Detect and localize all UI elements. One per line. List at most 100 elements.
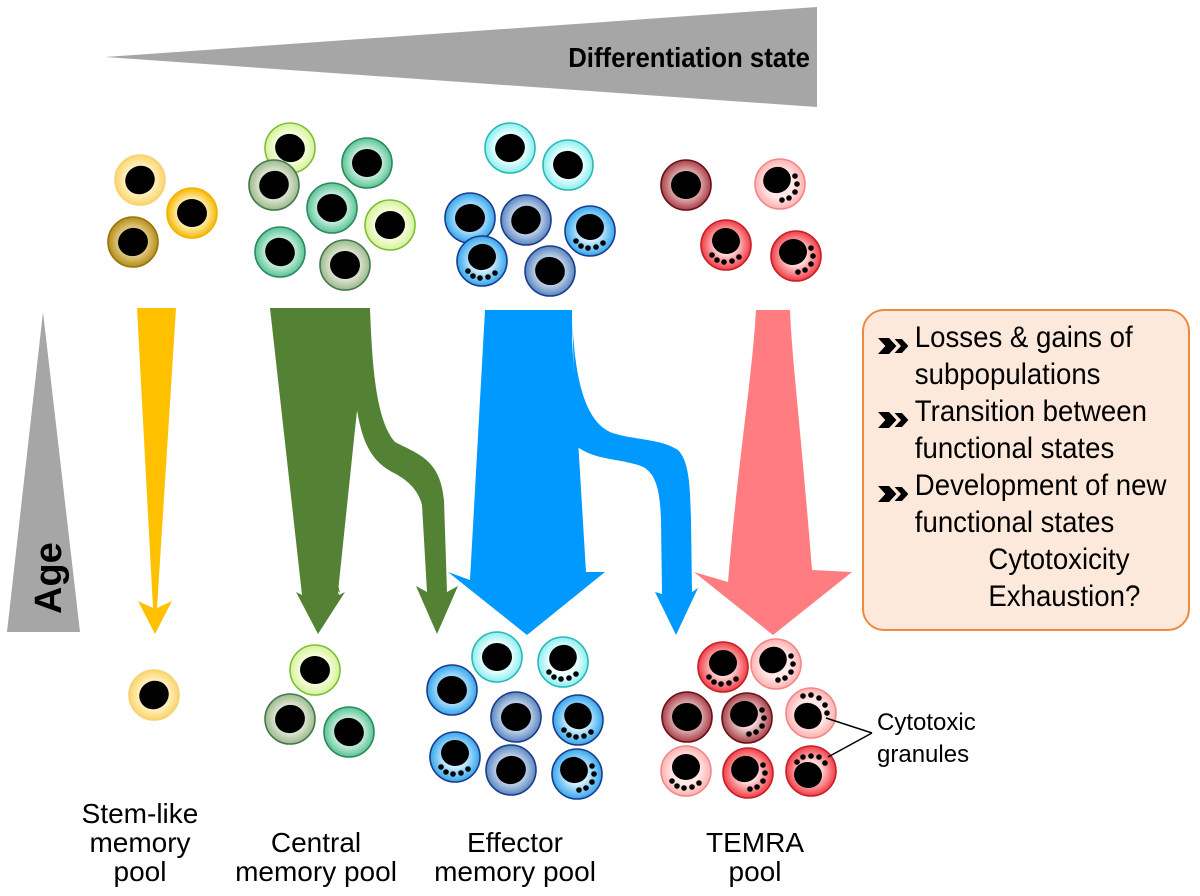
differentiation-wedge: [105, 7, 817, 107]
cell-nucleus: [317, 193, 347, 223]
cytotoxic-granule: [788, 653, 794, 659]
cytotoxic-granule: [711, 679, 717, 685]
granules-annotation: Cytotoxic granules: [825, 709, 976, 768]
cell-cluster-before: [107, 122, 822, 297]
before-cell: [700, 219, 752, 271]
cytotoxic-granule: [583, 785, 589, 791]
annotation-pointer-line: [827, 732, 873, 758]
annotation-pointer-line: [825, 717, 873, 734]
after-cell: [537, 636, 589, 688]
after-cell: [721, 692, 773, 744]
cell-nucleus: [564, 702, 592, 730]
cytotoxic-granule: [802, 267, 808, 273]
cytotoxic-granule: [443, 769, 449, 775]
cell-nucleus: [437, 675, 467, 705]
cell-nucleus: [482, 642, 512, 672]
info-item-3-line-2: functional states: [914, 506, 1115, 539]
info-sub-item-cytotoxicity: Cytotoxicity: [988, 543, 1130, 576]
cell-nucleus: [265, 237, 295, 267]
annotation-line-2: granules: [877, 741, 969, 768]
cytotoxic-granule: [573, 671, 579, 677]
pool-labels: Stem-like memory pool Central memory poo…: [82, 798, 805, 887]
before-cell: [114, 154, 166, 206]
cytotoxic-granule: [588, 729, 594, 735]
after-cell: [750, 638, 802, 690]
cell-nucleus: [560, 756, 588, 784]
after-cell: [490, 691, 542, 743]
cytotoxic-granule: [794, 181, 800, 187]
after-cell: [552, 694, 604, 746]
central-label-1: Central: [271, 827, 361, 858]
cytotoxic-granule: [485, 274, 491, 280]
cytotoxic-granule: [808, 692, 814, 698]
cytotoxic-granule: [573, 238, 579, 244]
after-cell: [289, 644, 341, 696]
cytotoxic-granule: [822, 760, 828, 766]
before-cell: [564, 205, 616, 257]
before-cell: [364, 199, 416, 251]
cell-nucleus: [118, 227, 148, 257]
cell-nucleus: [125, 165, 155, 195]
cytotoxic-granule: [746, 731, 752, 737]
after-cell: [485, 744, 537, 796]
cell-nucleus: [375, 210, 405, 240]
after-cell: [697, 641, 749, 693]
effector-memory-arrows: [448, 310, 698, 635]
cytotoxic-granule: [585, 245, 591, 251]
stem-like-label-3: pool: [114, 856, 167, 887]
cytotoxic-granule: [593, 244, 599, 250]
cell-nucleus: [330, 250, 360, 280]
cytotoxic-granule: [578, 243, 584, 249]
cytotoxic-granule: [761, 715, 767, 721]
cell-nucleus: [501, 702, 531, 732]
effector-label-2: memory pool: [434, 856, 596, 887]
cell-nucleus: [455, 203, 485, 233]
cytotoxic-granule: [790, 661, 796, 667]
cytotoxic-granule: [747, 786, 753, 792]
cytotoxic-granule: [786, 195, 792, 201]
cytotoxic-granule: [558, 676, 564, 682]
cytotoxic-granule: [465, 766, 471, 772]
age-label: Age: [28, 542, 70, 614]
double-chevron-icon: [878, 393, 915, 439]
cytotoxic-granule: [600, 240, 606, 246]
after-cell: [264, 693, 316, 745]
cytotoxic-granule: [792, 173, 798, 179]
cell-nucleus: [759, 646, 787, 674]
cell-nucleus: [553, 150, 583, 180]
temra-arrow: [694, 310, 852, 635]
before-cell: [166, 187, 218, 239]
cytotoxic-granule: [669, 778, 675, 784]
before-cell: [341, 137, 393, 189]
cell-nucleus: [275, 133, 305, 163]
cytotoxic-granule: [824, 710, 830, 716]
after-cell: [128, 669, 180, 721]
after-cell: [661, 691, 713, 743]
cytotoxic-granule: [721, 259, 727, 265]
cytotoxic-granule: [576, 787, 582, 793]
before-cell: [524, 245, 576, 297]
cell-nucleus: [709, 649, 737, 677]
before-cell: [107, 216, 159, 268]
cell-nucleus: [334, 717, 364, 747]
info-item-2-line-2: functional states: [914, 432, 1115, 465]
temra-label-1: TEMRA: [706, 827, 804, 858]
cytotoxic-granule: [470, 273, 476, 279]
cytotoxic-granule: [808, 245, 814, 251]
cytotoxic-granule: [438, 764, 444, 770]
cytotoxic-granule: [689, 784, 695, 790]
cytotoxic-granule: [754, 784, 760, 790]
before-cell: [660, 159, 712, 211]
cell-nucleus: [712, 227, 740, 255]
info-item-2-line-1: Transition between: [914, 395, 1147, 428]
cell-nucleus: [535, 256, 565, 286]
stem-like-arrow: [137, 308, 176, 634]
central-label-2: memory pool: [235, 856, 397, 887]
cytotoxic-granule: [759, 707, 765, 713]
cytotoxic-granule: [718, 681, 724, 687]
cell-nucleus: [139, 680, 169, 710]
after-cell: [722, 747, 774, 799]
cell-nucleus: [549, 644, 577, 672]
annotation-line-1: Cytotoxic: [877, 709, 976, 736]
cytotoxic-granule: [591, 771, 597, 777]
